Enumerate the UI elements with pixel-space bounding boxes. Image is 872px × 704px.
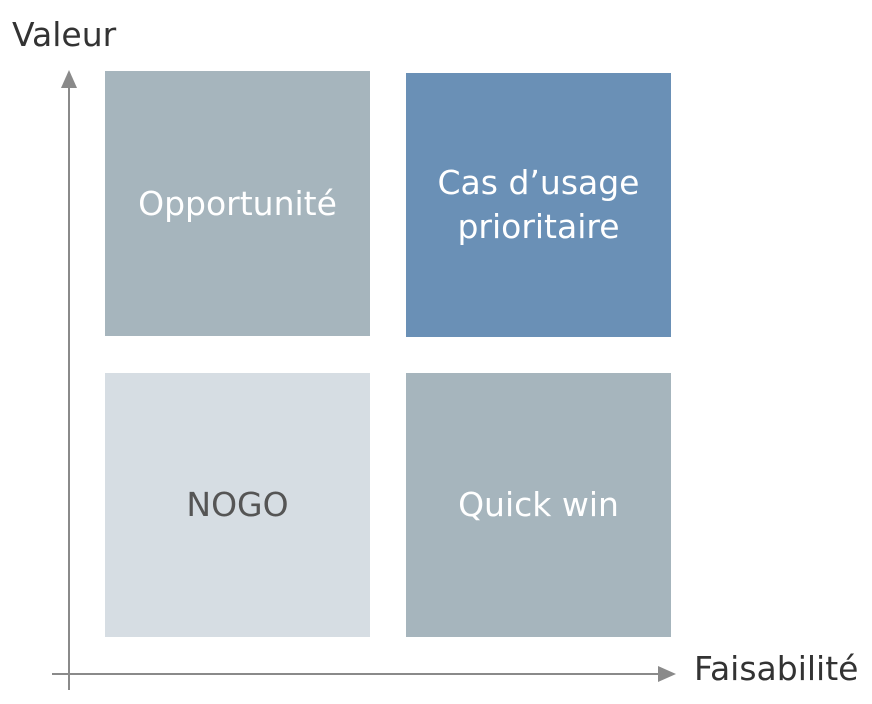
quadrant-label: Quick win: [458, 485, 619, 525]
quadrant-label: Cas d’usage prioritaire: [437, 163, 640, 246]
y-axis-label: Valeur: [12, 15, 117, 54]
y-axis-arrow-icon: [61, 70, 77, 88]
quadrant-quick-win: Quick win: [406, 373, 671, 637]
quadrant-opportunite: Opportunité: [105, 71, 370, 336]
quadrant-cas-usage-prioritaire: Cas d’usage prioritaire: [406, 73, 671, 337]
quadrant-label: Opportunité: [138, 183, 337, 223]
quadrant-label: NOGO: [186, 485, 289, 525]
x-axis-label: Faisabilité: [694, 649, 859, 688]
x-axis-arrow-icon: [658, 666, 676, 682]
quadrant-nogo: NOGO: [105, 373, 370, 637]
